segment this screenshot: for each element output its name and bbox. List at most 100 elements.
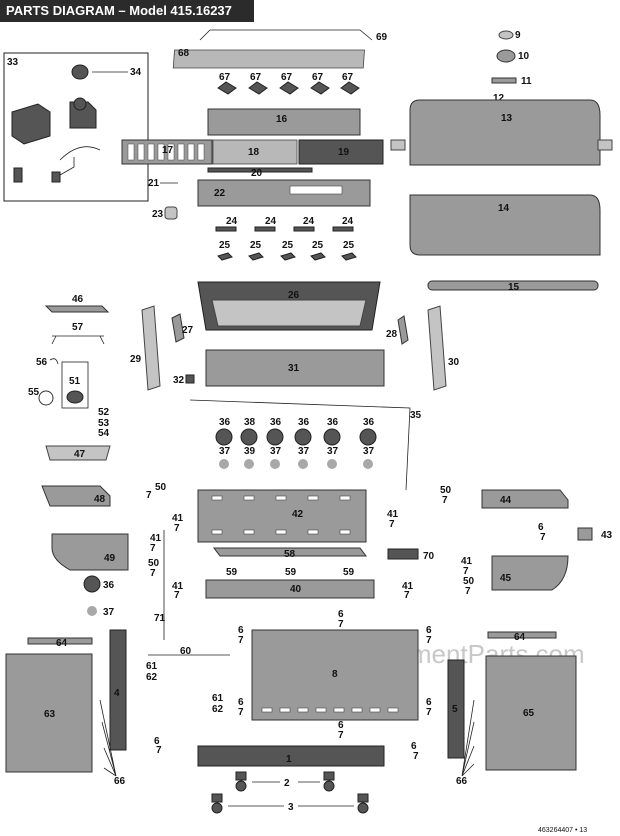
label-6d: 6 [426, 625, 432, 636]
side-burner-igniter [59, 157, 75, 176]
label-8: 8 [332, 669, 338, 680]
cart-door-right [485, 655, 577, 771]
lid [409, 99, 601, 166]
side-burner-tube [59, 146, 101, 161]
side-shelf-body-right [491, 555, 569, 591]
label-7c: 7 [150, 568, 156, 579]
frame-leg-left [109, 629, 127, 751]
knob-bezel [244, 459, 254, 469]
burner-part-24 [332, 226, 354, 232]
label-37b: 37 [270, 446, 282, 457]
vent-slots [211, 495, 351, 535]
side-panel-left [141, 305, 161, 391]
label-40: 40 [290, 584, 302, 595]
label-44: 44 [500, 495, 512, 506]
label-30: 30 [448, 357, 460, 368]
label-7g: 7 [540, 532, 546, 543]
label-6f: 6 [426, 697, 432, 708]
flame-tamer [279, 81, 299, 95]
flame-tamer [248, 81, 268, 95]
label-42: 42 [292, 509, 304, 520]
label-48: 48 [94, 494, 106, 505]
label-19: 19 [338, 147, 350, 158]
label-37c: 37 [298, 446, 310, 457]
rod-20 [207, 167, 313, 173]
label-6b: 6 [338, 609, 344, 620]
cooking-grate-mesh [212, 139, 298, 165]
label-37a: 37 [219, 446, 231, 457]
label-45: 45 [500, 573, 512, 584]
label-67d: 67 [312, 72, 324, 83]
knob-bezel [219, 459, 229, 469]
label-25b: 25 [250, 240, 262, 251]
lid-hinge-left [390, 139, 406, 151]
label-37e: 37 [363, 446, 375, 457]
label-60: 60 [180, 646, 192, 657]
caster-front [235, 771, 247, 792]
side-burner-box [3, 52, 149, 202]
knob-bezel [270, 459, 280, 469]
label-7j: 7 [174, 590, 180, 601]
label-25e: 25 [343, 240, 355, 251]
burner-clip [310, 252, 326, 261]
knob [294, 428, 312, 446]
label-7h: 7 [463, 566, 469, 577]
warming-rack [172, 49, 365, 69]
label-59a: 59 [226, 567, 238, 578]
handle-part [491, 77, 517, 84]
manifold [189, 399, 411, 491]
knob [215, 428, 233, 446]
knob [359, 428, 377, 446]
label-36b: 36 [270, 417, 282, 428]
part-9 [498, 30, 514, 40]
burner-clip [248, 252, 264, 261]
label-24b: 24 [265, 216, 277, 227]
part-23 [164, 206, 178, 220]
label-67b: 67 [250, 72, 262, 83]
cart-frame [205, 579, 375, 599]
crossbar-right [487, 631, 557, 639]
label-69: 69 [376, 32, 388, 43]
diagram-title: PARTS DIAGRAM – Model 415.16237 [0, 0, 254, 22]
label-51: 51 [69, 376, 81, 387]
heat-shield [197, 179, 371, 207]
firebox-inner [211, 299, 367, 327]
label-34: 34 [130, 67, 142, 78]
burner-clip [280, 252, 296, 261]
label-6h: 6 [154, 736, 160, 747]
cooking-grate-left [121, 139, 213, 165]
knob-bezel [363, 459, 373, 469]
label-43: 43 [601, 530, 613, 541]
label-7p: 7 [426, 707, 432, 718]
label-65: 65 [523, 708, 535, 719]
label-11: 11 [521, 76, 532, 87]
label-58: 58 [284, 549, 296, 560]
flame-tamer [340, 81, 360, 95]
label-49: 49 [104, 553, 116, 564]
warming-rack-rod [199, 29, 373, 41]
cart-back-panel [251, 629, 419, 721]
firebox-bracket-left [171, 313, 185, 343]
label-6a: 6 [538, 522, 544, 533]
firebox-bracket-right [397, 315, 409, 345]
part-70 [387, 548, 419, 560]
label-7k: 7 [404, 590, 410, 601]
side-shelf-right [481, 489, 569, 509]
label-7o: 7 [238, 707, 244, 718]
label-71: 71 [154, 613, 166, 624]
flame-tamer [310, 81, 330, 95]
label-6g: 6 [338, 720, 344, 731]
burner-clip [217, 252, 233, 261]
label-37f: 37 [103, 607, 115, 618]
label-66a: 66 [114, 776, 126, 787]
label-59b: 59 [285, 567, 297, 578]
label-41e: 41 [172, 581, 184, 592]
label-33: 33 [7, 57, 19, 68]
label-6c: 6 [238, 625, 244, 636]
bottom-shelf [197, 745, 385, 767]
label-50b: 50 [148, 558, 160, 569]
label-53: 53 [98, 418, 110, 429]
label-39: 39 [244, 446, 256, 457]
label-70: 70 [423, 551, 435, 562]
